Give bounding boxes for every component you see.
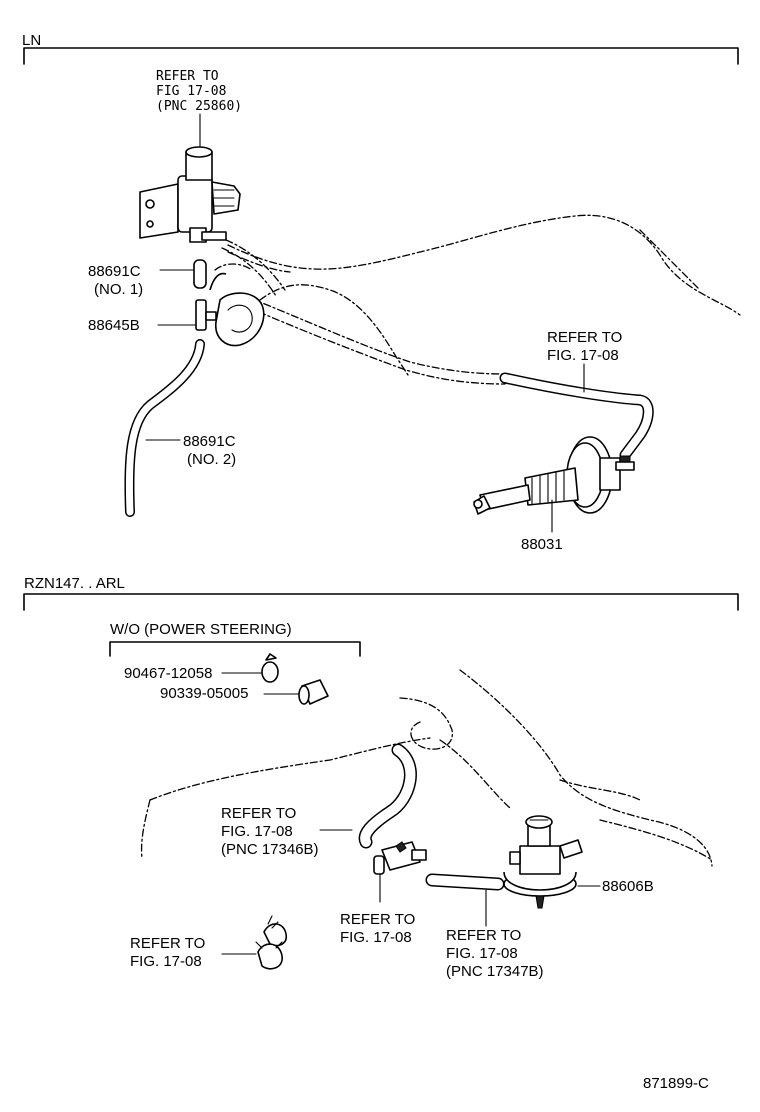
vacuum-cap: [298, 679, 329, 705]
hose-clamps: [255, 915, 288, 970]
section-rzn147-code: RZN147. . ARL: [24, 575, 125, 592]
section-ln: LN REFER TO FIG 17-08 (PNC 25860): [22, 32, 741, 553]
section-rzn147: RZN147. . ARL W/O (POWER STEERING) 90467…: [23, 575, 739, 1092]
refer-clamp-line-1: REFER TO: [130, 935, 205, 952]
refer-hose-a-line-2: FIG. 17-08: [221, 823, 293, 840]
hose-no2-part-number: 88691C: [183, 433, 236, 450]
actuator-part-number: 88031: [521, 536, 563, 553]
hose-joint: [195, 272, 227, 331]
vacuum-line-to-actuator: [214, 239, 506, 385]
refer-hose-line-2: FIG. 17-08: [547, 347, 619, 364]
refer-valve-label: REFER TO FIG. 17-08: [340, 911, 415, 946]
hose-no2-number: (NO. 2): [187, 451, 236, 468]
refer-hose-b-label: REFER TO FIG. 17-08 (PNC 17347B): [446, 927, 544, 980]
throttle-actuator: [473, 436, 635, 515]
vacuum-plug: [261, 653, 279, 683]
refer-hose-b-line-1: REFER TO: [446, 927, 521, 944]
condition-bracket: [109, 641, 361, 657]
refer-vsv-line-2: FIG 17-08: [156, 84, 226, 99]
refer-hose-a-line-1: REFER TO: [221, 805, 296, 822]
hose-no1-part-number: 88691C: [88, 263, 141, 280]
idle-up-valve: [503, 815, 583, 909]
refer-clamp-line-2: FIG. 17-08: [130, 953, 202, 970]
hose-clip: [215, 292, 265, 347]
condition-label: W/O (POWER STEERING): [110, 621, 292, 638]
vsv-valve: [139, 146, 241, 243]
plug-part-number: 90467-12058: [124, 665, 212, 682]
cap-part-number: 90339-05005: [160, 685, 248, 702]
refer-hose-a-line-3: (PNC 17346B): [221, 841, 319, 858]
engine-outline-upper: [227, 214, 741, 376]
refer-vsv-line-1: REFER TO: [156, 69, 219, 84]
section-ln-code: LN: [22, 32, 41, 49]
refer-vsv-label: REFER TO FIG 17-08 (PNC 25860): [156, 69, 242, 114]
hose-no1: [193, 259, 207, 289]
refer-vsv-line-3: (PNC 25860): [156, 99, 242, 114]
refer-hose-b-line-2: FIG. 17-08: [446, 945, 518, 962]
refer-clamp-label: REFER TO FIG. 17-08: [130, 935, 205, 970]
refer-hose-label: REFER TO FIG. 17-08: [547, 329, 622, 364]
refer-valve-line-2: FIG. 17-08: [340, 929, 412, 946]
hose-no1-number: (NO. 1): [94, 281, 143, 298]
figure-code: 871899-C: [643, 1075, 709, 1092]
section-rzn147-bracket: [23, 593, 739, 611]
section-ln-bracket: [23, 47, 739, 65]
refer-hose-a-label: REFER TO FIG. 17-08 (PNC 17346B): [221, 805, 319, 858]
joint-part-number: 88645B: [88, 317, 140, 334]
engine-outline-lower: [140, 669, 713, 867]
refer-hose-line-1: REFER TO: [547, 329, 622, 346]
three-way-valve: [373, 841, 427, 875]
refer-valve-line-1: REFER TO: [340, 911, 415, 928]
refer-hose-b-line-3: (PNC 17347B): [446, 963, 544, 980]
idle-up-part-number: 88606B: [602, 878, 654, 895]
